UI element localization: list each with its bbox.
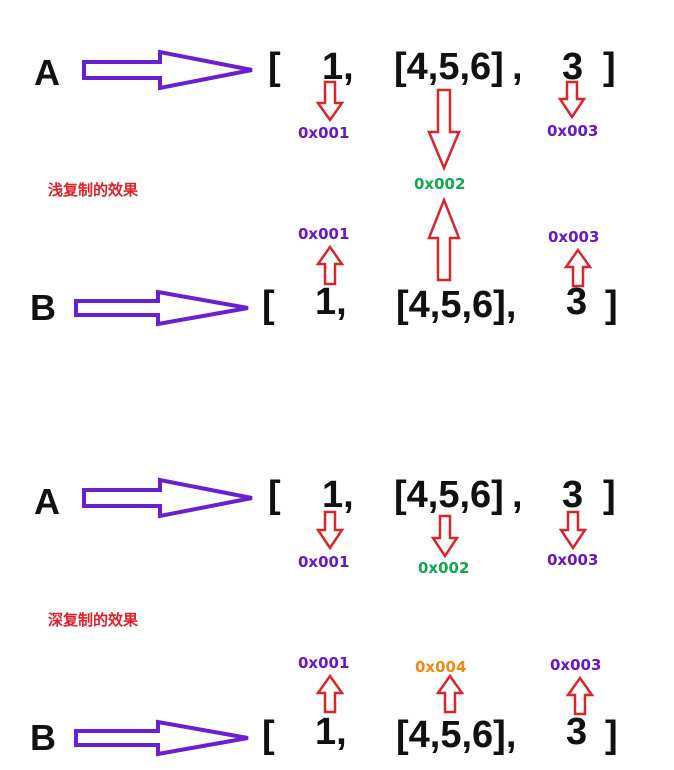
ref-arrow-b3 [565, 675, 595, 716]
ref-arrow-a2 [427, 88, 461, 172]
list-item-1: 1, [322, 474, 354, 516]
list-item-3: 3 [562, 474, 583, 516]
pointer-arrow-a [82, 49, 253, 91]
list-open-bracket: [ [268, 46, 281, 88]
ref-arrow-b1 [315, 244, 345, 286]
list-comma: , [512, 46, 523, 88]
ref-arrow-b2 [435, 673, 465, 714]
shallow-copy-title: 浅复制的效果 [48, 181, 139, 199]
list-close-bracket: ] [603, 474, 616, 516]
pointer-arrow-b [74, 719, 249, 757]
list-item-2: [4,5,6], [396, 714, 516, 756]
list-open-bracket: [ [262, 284, 275, 326]
variable-b-label: B [30, 717, 56, 758]
deep-copy-title: 深复制的效果 [48, 611, 139, 629]
shallow-copy-section: A [ 1, [4,5,6] , 3 ] 0x001 0x003 浅复制的效果 … [30, 46, 618, 328]
list-item-2: [4,5,6], [396, 284, 516, 326]
list-open-bracket: [ [268, 474, 281, 516]
variable-a-label: A [34, 481, 60, 522]
list-a: [ 1, [4,5,6] , 3 ] [268, 46, 616, 88]
ref-arrow-b3 [563, 247, 593, 288]
list-close-bracket: ] [603, 46, 616, 88]
address-b1: 0x001 [298, 225, 349, 243]
pointer-arrow-a [82, 477, 253, 519]
variable-a-label: A [34, 52, 60, 93]
list-a: [ 1, [4,5,6] , 3 ] [268, 474, 616, 516]
pointer-arrow-b [74, 289, 249, 327]
address-b3: 0x003 [550, 656, 601, 674]
list-item-1: 1, [315, 711, 347, 753]
list-item-2: [4,5,6] [394, 474, 504, 516]
address-a1: 0x001 [298, 553, 349, 571]
list-item-3: 3 [566, 281, 587, 323]
ref-arrow-a3 [557, 80, 587, 120]
address-a3: 0x003 [547, 122, 598, 140]
ref-arrow-a2 [430, 514, 460, 559]
list-close-bracket: ] [605, 284, 618, 326]
address-a2: 0x002 [418, 559, 469, 577]
ref-arrow-a1 [315, 510, 345, 551]
address-b1: 0x001 [298, 654, 349, 672]
list-open-bracket: [ [262, 714, 275, 756]
address-a3: 0x003 [547, 551, 598, 569]
address-a1: 0x001 [298, 124, 349, 142]
deep-copy-section: A [ 1, [4,5,6] , 3 ] 0x001 0x002 0x003 深… [30, 474, 618, 758]
ref-arrow-a3 [558, 510, 588, 551]
list-comma: , [512, 474, 523, 516]
address-b2: 0x004 [415, 658, 466, 676]
list-item-2: [4,5,6] [394, 46, 504, 88]
list-item-3: 3 [562, 46, 583, 88]
variable-b-label: B [30, 287, 56, 328]
ref-arrow-a1 [315, 80, 345, 123]
ref-arrow-b2 [427, 196, 461, 282]
ref-arrow-b1 [315, 673, 345, 714]
list-item-1: 1, [315, 281, 347, 323]
address-b3: 0x003 [548, 228, 599, 246]
list-b: [ 1, [4,5,6], 3 ] [262, 711, 618, 756]
list-item-3: 3 [566, 711, 587, 753]
list-close-bracket: ] [605, 714, 618, 756]
shared-address: 0x002 [414, 175, 465, 193]
list-b: [ 1, [4,5,6], 3 ] [262, 281, 618, 326]
